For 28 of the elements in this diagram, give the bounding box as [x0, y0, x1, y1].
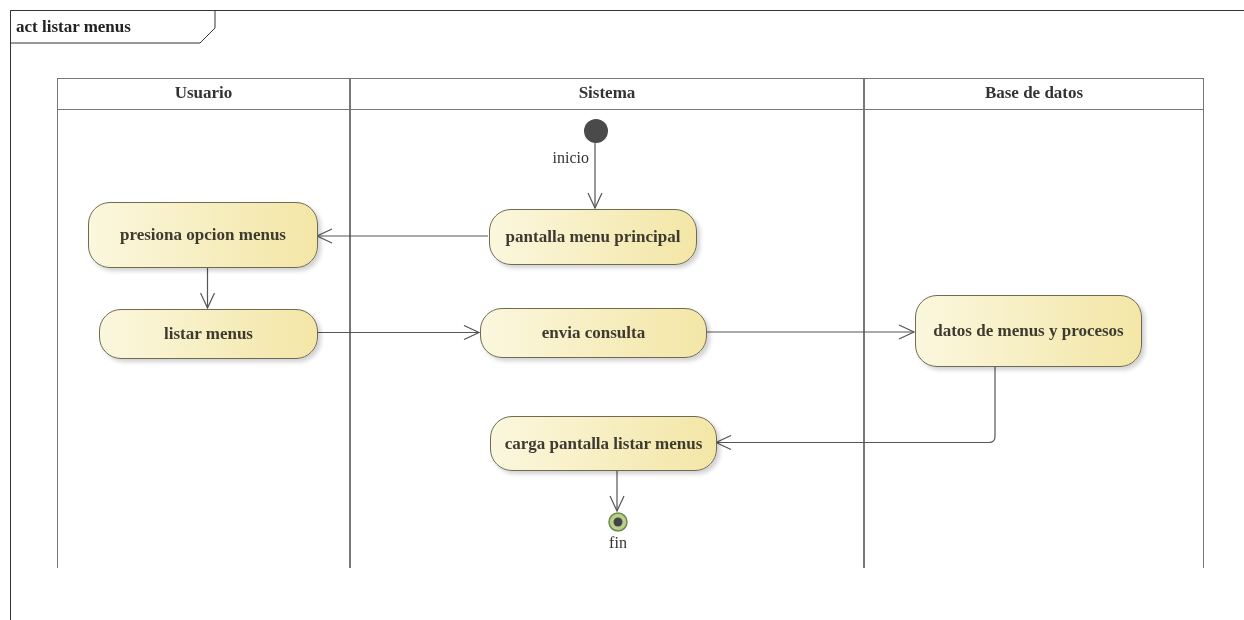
action-label: datos de menus y procesos — [932, 321, 1125, 341]
control-flow-arrow — [705, 324, 915, 340]
action-label: presiona opcion menus — [119, 225, 287, 245]
action-label: listar menus — [163, 324, 254, 344]
lane-header: Base de datos — [983, 82, 1085, 104]
control-flow-arrow — [316, 324, 480, 341]
swimlane — [57, 78, 350, 568]
lane-header: Sistema — [577, 82, 637, 104]
node-caption: fin — [608, 534, 628, 552]
control-flow-arrow — [715, 365, 996, 451]
action-label: envia consulta — [540, 323, 647, 343]
node-caption: inicio — [551, 149, 589, 167]
action-label: pantalla menu principal — [504, 227, 682, 247]
frame-title: act listar menus — [16, 17, 131, 37]
lane-header: Usuario — [173, 82, 234, 104]
action-label: carga pantalla listar menus — [503, 433, 704, 454]
control-flow-arrow — [316, 228, 489, 244]
action-box — [490, 416, 717, 471]
action-box — [480, 308, 707, 358]
swimlane — [864, 78, 1204, 568]
action-box — [99, 309, 318, 359]
action-box — [489, 209, 697, 265]
swimlane — [350, 78, 864, 568]
action-box — [915, 295, 1142, 367]
action-box — [88, 202, 318, 268]
control-flow-arrow — [609, 469, 625, 512]
control-flow-arrow — [587, 141, 603, 209]
control-flow-arrow — [199, 266, 216, 309]
